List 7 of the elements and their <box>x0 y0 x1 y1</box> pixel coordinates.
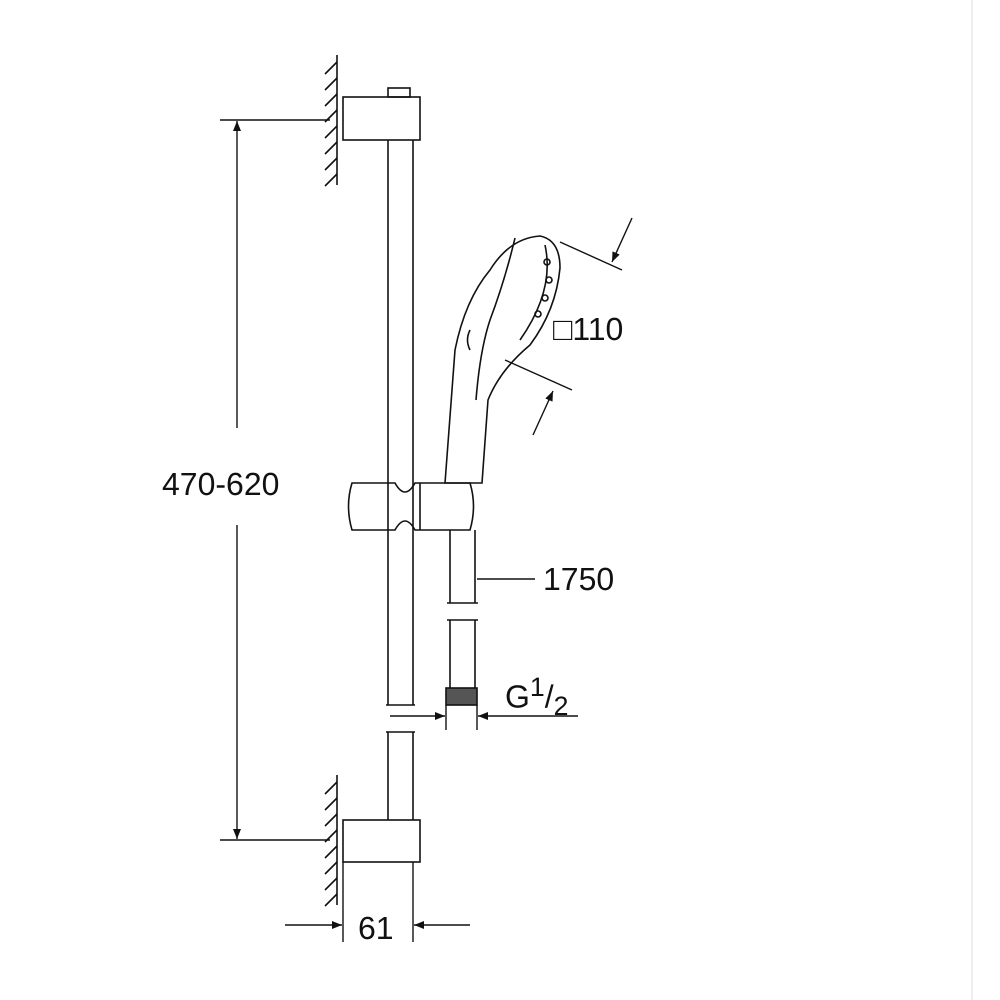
dimension-text: G$^{1}$/$_{2}$ <box>505 674 568 720</box>
leader-line <box>477 578 535 580</box>
hose-drawing <box>445 529 479 706</box>
dimension-text: 1750 <box>543 563 614 595</box>
dimension-text: 61 <box>358 912 394 944</box>
dimension-text: 470-620 <box>162 468 280 500</box>
dimension-text: □110 <box>553 313 624 345</box>
